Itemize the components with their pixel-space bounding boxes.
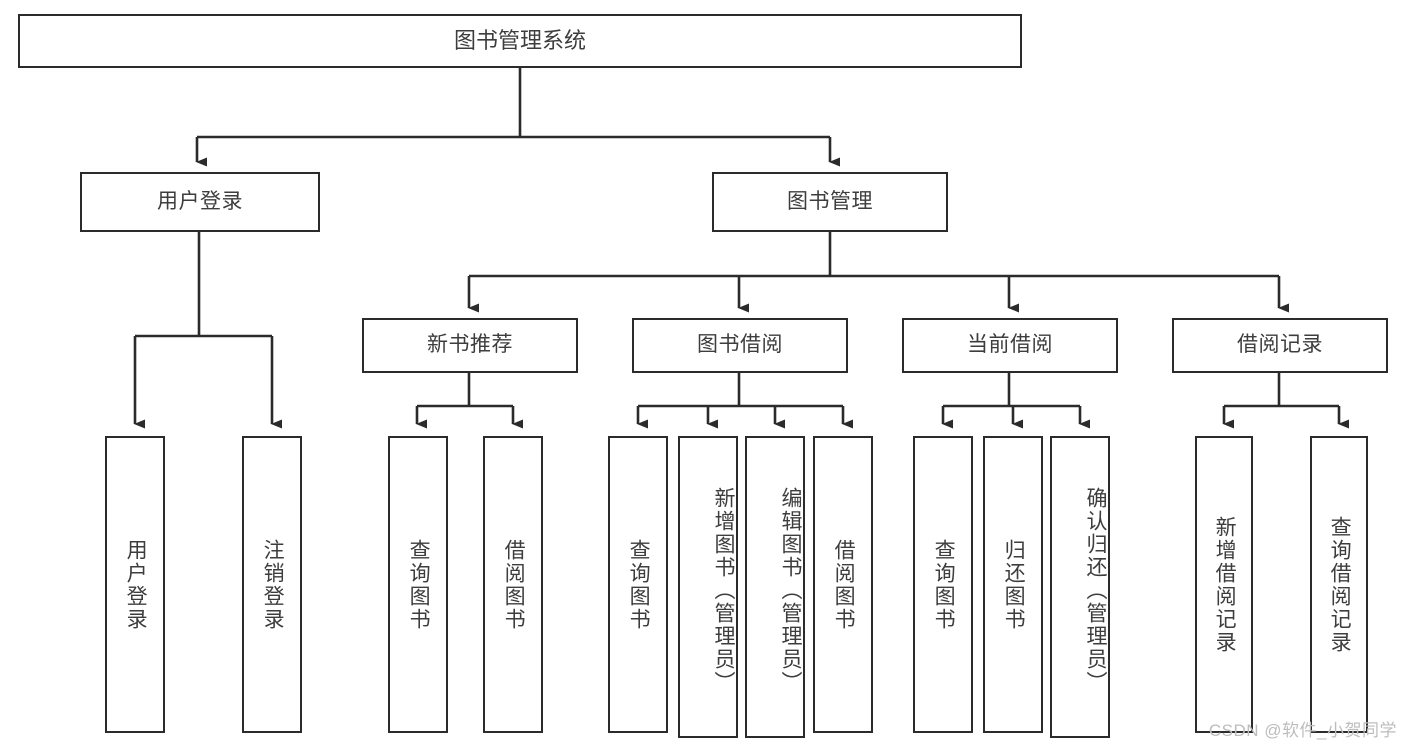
watermark-label: CSDN @软件_小贺同学 [1208, 721, 1397, 740]
node-new-book-recommend[interactable]: 新书推荐 [362, 318, 578, 373]
leaf-query-borrow-record[interactable]: 查询借阅记录 [1310, 436, 1368, 733]
node-borrow-record[interactable]: 借阅记录 [1172, 318, 1388, 373]
leaf-query-book-borrow[interactable]: 查询图书 [608, 436, 668, 733]
leaf-query-book-current[interactable]: 查询图书 [913, 436, 973, 733]
node-root-system[interactable]: 图书管理系统 [18, 14, 1022, 68]
leaf-add-book-admin[interactable]: 新增图书（管理员） [678, 436, 738, 738]
leaf-return-book[interactable]: 归还图书 [983, 436, 1043, 733]
leaf-confirm-return-admin[interactable]: 确认归还（管理员） [1050, 436, 1110, 738]
leaf-edit-book-admin[interactable]: 编辑图书（管理员） [745, 436, 805, 738]
node-book-management[interactable]: 图书管理 [712, 172, 948, 232]
leaf-user-login[interactable]: 用户登录 [105, 436, 165, 733]
leaf-query-book-new[interactable]: 查询图书 [388, 436, 448, 733]
leaf-borrow-book-new[interactable]: 借阅图书 [483, 436, 543, 733]
leaf-borrow-book-borrow[interactable]: 借阅图书 [813, 436, 873, 733]
node-current-borrow[interactable]: 当前借阅 [902, 318, 1118, 373]
leaf-add-borrow-record[interactable]: 新增借阅记录 [1195, 436, 1253, 733]
node-user-login[interactable]: 用户登录 [80, 172, 320, 232]
node-book-borrow[interactable]: 图书借阅 [632, 318, 848, 373]
leaf-logout-login[interactable]: 注销登录 [242, 436, 302, 733]
